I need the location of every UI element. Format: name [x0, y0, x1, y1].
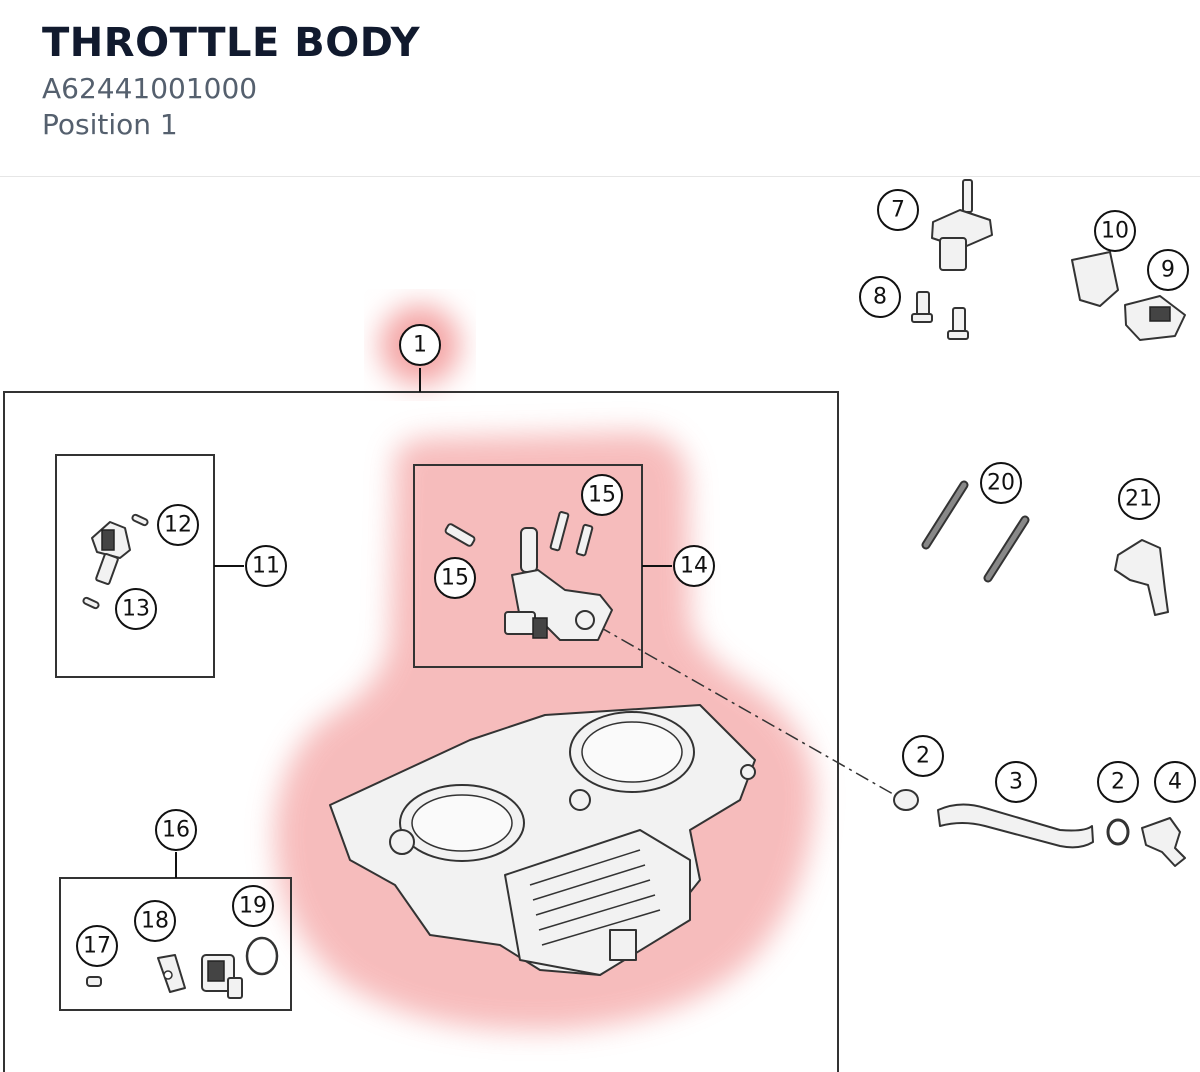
callout-label: 21	[1125, 487, 1153, 512]
callout-21[interactable]: 21	[1118, 478, 1160, 520]
callout-20[interactable]: 20	[980, 462, 1022, 504]
sensor-11-drawing	[82, 513, 149, 610]
callout-label: 19	[239, 894, 267, 919]
callout-18[interactable]: 18	[134, 900, 176, 942]
callout-7[interactable]: 7	[877, 189, 919, 231]
callout-label: 7	[891, 198, 905, 223]
callout-15-lower[interactable]: 15	[434, 557, 476, 599]
assembly-frame	[3, 368, 839, 1072]
callout-label: 18	[141, 909, 169, 934]
exploded-parts-diagram: 1 2 2 3 4 7 8 9 10 11 12 13 14 15 15 16 …	[3, 179, 1196, 1072]
callout-label: 11	[252, 554, 280, 579]
callout-3[interactable]: 3	[995, 761, 1037, 803]
sensor-7-drawing	[911, 179, 993, 340]
sensor-16-drawing	[86, 936, 279, 999]
callout-label: 17	[83, 934, 111, 959]
callout-label: 10	[1101, 219, 1129, 244]
callout-8[interactable]: 8	[859, 276, 901, 318]
callout-17[interactable]: 17	[76, 925, 118, 967]
sensor-14-drawing	[444, 511, 613, 641]
callout-2-lower[interactable]: 2	[1097, 761, 1139, 803]
callout-label: 16	[162, 818, 190, 843]
callout-label: 12	[164, 513, 192, 538]
callout-label: 2	[916, 744, 930, 769]
part-number: A62441001000	[42, 72, 258, 105]
callout-label: 8	[873, 285, 887, 310]
callout-label: 20	[987, 471, 1015, 496]
callout-14[interactable]: 14	[673, 545, 715, 587]
callout-10[interactable]: 10	[1094, 210, 1136, 252]
callout-2-upper[interactable]: 2	[902, 735, 944, 777]
subassembly-11-frame	[55, 454, 215, 678]
callout-15-upper[interactable]: 15	[581, 474, 623, 516]
callout-label: 14	[680, 554, 708, 579]
connector-9-10-drawing	[1071, 251, 1186, 341]
callout-label: 1	[413, 333, 427, 358]
callout-13[interactable]: 13	[115, 588, 157, 630]
connection-line	[597, 625, 901, 799]
callout-label: 2	[1111, 770, 1125, 795]
hose-parts-drawing	[893, 789, 1186, 867]
callout-label: 15	[441, 566, 469, 591]
rods-20-drawing	[921, 480, 1030, 583]
callout-label: 9	[1161, 258, 1175, 283]
callout-label: 15	[588, 483, 616, 508]
callout-4[interactable]: 4	[1154, 761, 1196, 803]
callout-16[interactable]: 16	[155, 809, 197, 851]
throttle-body-drawing	[329, 704, 756, 976]
callout-11[interactable]: 11	[245, 545, 287, 587]
callout-9[interactable]: 9	[1147, 249, 1189, 291]
header: THROTTLE BODY A62441001000 Position 1	[0, 0, 1200, 177]
position-label: Position 1	[42, 108, 178, 141]
callout-12[interactable]: 12	[157, 504, 199, 546]
callout-label: 13	[122, 597, 150, 622]
callout-19[interactable]: 19	[232, 885, 274, 927]
callout-label: 3	[1009, 770, 1023, 795]
page-title: THROTTLE BODY	[42, 20, 421, 66]
cover-21-drawing	[1114, 539, 1169, 616]
callout-1[interactable]: 1	[399, 324, 441, 366]
callout-label: 4	[1168, 770, 1182, 795]
